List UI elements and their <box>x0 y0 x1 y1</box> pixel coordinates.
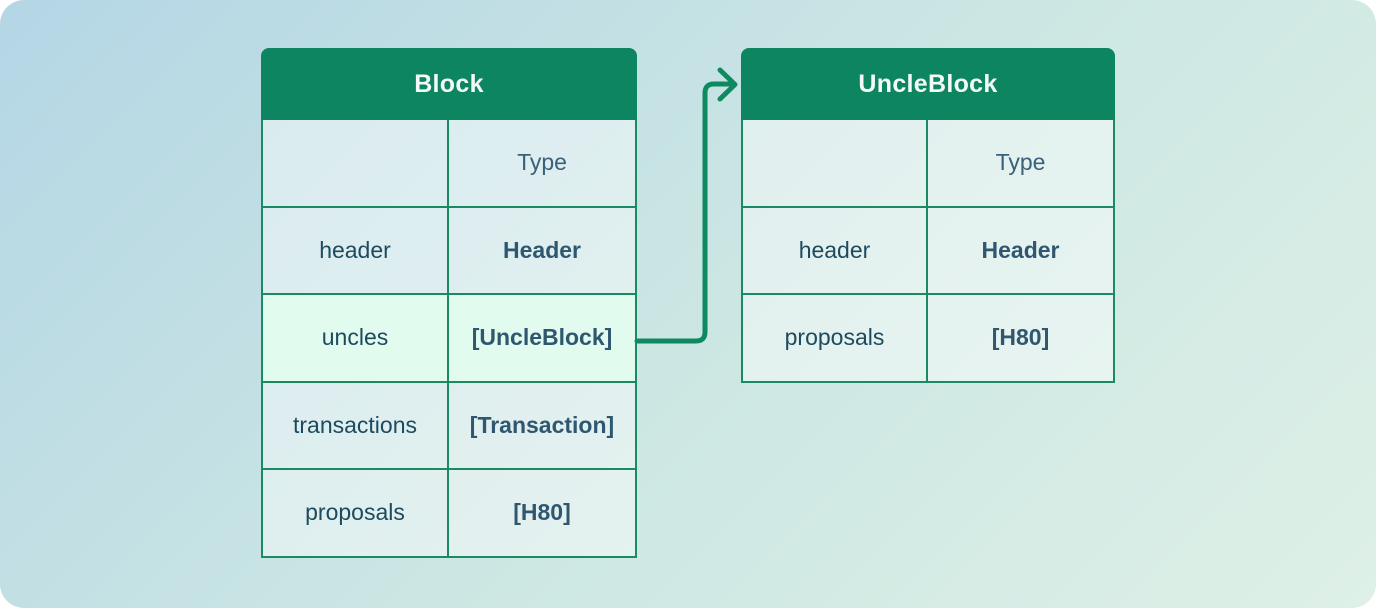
table-row: proposals [H80] <box>743 293 1113 381</box>
field-cell: header <box>743 207 928 293</box>
table-row: transactions [Transaction] <box>263 380 635 468</box>
type-cell: [H80] <box>928 295 1113 381</box>
field-cell: proposals <box>263 470 449 556</box>
field-cell: uncles <box>263 295 449 381</box>
block-table-body: Type header Header uncles [UncleBlock] t… <box>261 120 637 558</box>
block-table-title: Block <box>261 48 637 120</box>
field-cell: header <box>263 207 449 293</box>
field-cell: transactions <box>263 382 449 468</box>
type-cell: [H80] <box>449 470 635 556</box>
block-table: Block Type header Header uncles [UncleBl… <box>261 48 637 558</box>
table-row: header Header <box>263 205 635 293</box>
type-cell: Header <box>449 207 635 293</box>
type-column-header: Type <box>449 120 635 206</box>
type-cell: [Transaction] <box>449 382 635 468</box>
table-row: Type <box>263 120 635 206</box>
type-cell: Header <box>928 207 1113 293</box>
empty-cell <box>263 120 449 206</box>
arrowhead-icon <box>717 67 738 102</box>
table-row-uncles-highlighted: uncles [UncleBlock] <box>263 293 635 381</box>
field-cell: proposals <box>743 295 928 381</box>
type-column-header: Type <box>928 120 1113 206</box>
uncleblock-table-title: UncleBlock <box>741 48 1115 120</box>
table-row: header Header <box>743 205 1113 293</box>
uncleblock-table-body: Type header Header proposals [H80] <box>741 120 1115 383</box>
empty-cell <box>743 120 928 206</box>
table-row: proposals [H80] <box>263 468 635 556</box>
arrow-elbow-line <box>634 81 736 344</box>
table-row: Type <box>743 120 1113 206</box>
type-cell: [UncleBlock] <box>449 295 635 381</box>
uncleblock-table: UncleBlock Type header Header proposals … <box>741 48 1115 383</box>
